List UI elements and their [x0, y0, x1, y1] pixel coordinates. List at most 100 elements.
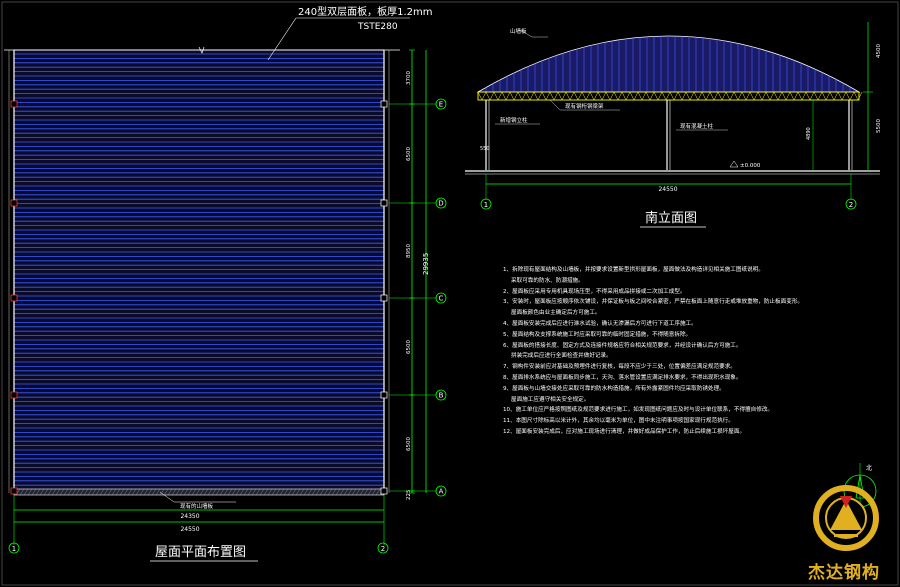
truss-member	[613, 91, 619, 101]
hatch-line	[135, 488, 141, 496]
hatch-line	[319, 488, 325, 496]
plan-column-left	[10, 100, 18, 108]
hatch-line	[179, 488, 185, 496]
hatch-line	[363, 488, 369, 496]
truss-member	[661, 91, 667, 101]
truss-member	[769, 91, 775, 101]
hatch-line	[335, 488, 341, 496]
note-line: 9、屋面板与山墙交接处应采取可靠的防水构造措施，所有外露紧固件均应采取防锈处理。	[503, 385, 725, 392]
hatch-line	[43, 488, 49, 496]
company-name: 杰达钢构	[808, 563, 880, 583]
hatch-line	[227, 488, 233, 496]
gable-hatch	[15, 488, 385, 496]
axis-bubble	[435, 197, 447, 209]
hatch-line	[139, 488, 145, 496]
truss-member	[641, 91, 647, 101]
truss-member	[833, 91, 839, 101]
hatch-line	[143, 488, 149, 496]
truss-member	[845, 91, 851, 101]
truss-member	[713, 91, 719, 101]
note-line: 7、钢构件安装前应对基础及预埋件进行复核，每段不应少于三处，位置偏差应满足规范要…	[503, 364, 736, 371]
bay-dim: 8950	[406, 244, 412, 258]
hatch-line	[63, 488, 69, 496]
truss-member	[581, 91, 587, 101]
roof-panel-lines	[14, 53, 384, 486]
hatch-line	[371, 488, 377, 496]
truss-member	[841, 91, 847, 101]
truss-member	[829, 91, 835, 101]
hatch-line	[331, 488, 337, 496]
hatch-line	[339, 488, 345, 496]
hatch-line	[39, 488, 45, 496]
axis-bubble	[435, 98, 447, 110]
truss-member	[545, 91, 551, 101]
truss-member	[597, 91, 603, 101]
truss-member	[781, 91, 787, 101]
hatch-line	[27, 488, 33, 496]
hatch-line	[171, 488, 177, 496]
note-line: 6、屋面板的搭接长度、固定方式及连接件规格应符合相关规范要求，并经设计确认后方可…	[503, 342, 742, 349]
truss-member	[637, 91, 643, 101]
hatch-line	[299, 488, 305, 496]
south-elevation: 山墙板 现有钢桁钢梁架 新增钢立柱 现有混凝土柱 ±0.000 4500 550…	[465, 22, 882, 228]
truss-member	[665, 91, 671, 101]
dim-total: 29935	[422, 253, 430, 275]
bay-dim: 3700	[406, 71, 412, 85]
axis-label-2: 2	[381, 545, 385, 553]
truss-member	[521, 91, 527, 101]
truss-member	[489, 91, 495, 101]
hatch-line	[83, 488, 89, 496]
truss-member	[853, 91, 859, 101]
hatch-line	[123, 488, 129, 496]
truss-member	[601, 91, 607, 101]
hatch-line	[47, 488, 53, 496]
panel-code: TSTE280	[357, 22, 398, 32]
truss-member	[805, 91, 811, 101]
truss-member	[517, 91, 523, 101]
note-line: 5、屋面结构及支撑系统施工时应采取可靠的临时固定措施，不得随意拆除。	[503, 331, 692, 338]
truss-member	[733, 91, 739, 101]
arched-roof	[476, 35, 861, 93]
elev-axis-label-1: 1	[484, 201, 488, 209]
truss-member	[697, 91, 703, 101]
note-line: 屋面施工应遵守相关安全规定。	[511, 396, 590, 403]
truss-member	[821, 91, 827, 101]
truss-member	[685, 91, 691, 101]
truss-web	[477, 91, 863, 101]
truss-member	[541, 91, 547, 101]
hatch-line	[59, 488, 65, 496]
axis-letter: B	[439, 392, 444, 400]
plan-column-left	[10, 391, 18, 399]
truss-member	[677, 91, 683, 101]
roof-panel-area	[13, 49, 385, 494]
truss	[477, 91, 860, 101]
roof-ribs	[485, 36, 858, 92]
hatch-line	[71, 488, 77, 496]
hatch-line	[267, 488, 273, 496]
truss-member	[797, 91, 803, 101]
hatch-line	[211, 488, 217, 496]
truss-member	[657, 91, 663, 101]
north-label: 北	[866, 464, 872, 472]
bay-dim: 6500	[406, 340, 412, 354]
hatch-line	[263, 488, 269, 496]
truss-member	[501, 91, 507, 101]
hatch-line	[187, 488, 193, 496]
hatch-line	[203, 488, 209, 496]
hatch-line	[183, 488, 189, 496]
truss-member	[617, 91, 623, 101]
axis-bubble	[435, 389, 447, 401]
truss-member	[717, 91, 723, 101]
truss-member	[557, 91, 563, 101]
plan-column-right	[380, 294, 388, 302]
hatch-line	[87, 488, 93, 496]
hatch-line	[147, 488, 153, 496]
truss-member	[689, 91, 695, 101]
truss-member	[709, 91, 715, 101]
axis-letter: A	[439, 488, 444, 496]
truss-member	[785, 91, 791, 101]
truss-member	[701, 91, 707, 101]
